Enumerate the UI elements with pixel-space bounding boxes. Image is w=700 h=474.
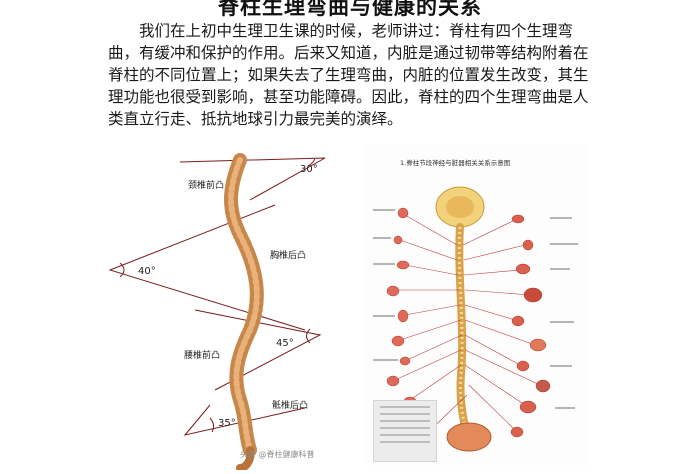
- nerve-figure-caption: 1.脊柱节段神经与脏器相关关系示意图: [400, 159, 511, 167]
- lumbar-angle-lines: [194, 309, 322, 391]
- spine-diagram: 颈椎前凸 胸椎后凸 腰椎前凸 骶椎后凸 30° 40° 45° 35°: [108, 153, 326, 472]
- angle-thoracic: 40°: [138, 266, 156, 277]
- page-title: 脊柱生理弯曲与健康的关系: [218, 0, 482, 19]
- nerve-organ-figure: 1.脊柱节段神经与脏器相关关系示意图: [365, 145, 590, 465]
- watermark-text: 头条 @脊柱健康科普: [240, 450, 315, 459]
- angle-lumbar: 45°: [276, 338, 294, 349]
- spine-curvature-figure: 颈椎前凸 胸椎后凸 腰椎前凸 骶椎后凸 30° 40° 45° 35°: [100, 150, 340, 472]
- pelvis-shape: [446, 422, 492, 452]
- label-lumbar: 腰椎前凸: [184, 349, 220, 361]
- cervical-angle-lines: [179, 157, 326, 201]
- nerve-diagram: [373, 186, 578, 452]
- label-sacral: 骶椎后凸: [272, 399, 308, 411]
- angle-cervical: 30°: [300, 164, 318, 175]
- angle-sacral: 35°: [218, 418, 236, 429]
- label-cervical: 颈椎前凸: [188, 179, 224, 191]
- legend-box: [373, 400, 437, 462]
- thoracic-angle-lines: [108, 204, 306, 331]
- label-thoracic: 胸椎后凸: [270, 249, 306, 261]
- sacral-angle-lines: [183, 404, 306, 436]
- intro-paragraph: 我们在上初中生理卫生课的时候，老师讲过：脊柱有四个生理弯曲，有缓冲和保护的作用。…: [108, 22, 589, 128]
